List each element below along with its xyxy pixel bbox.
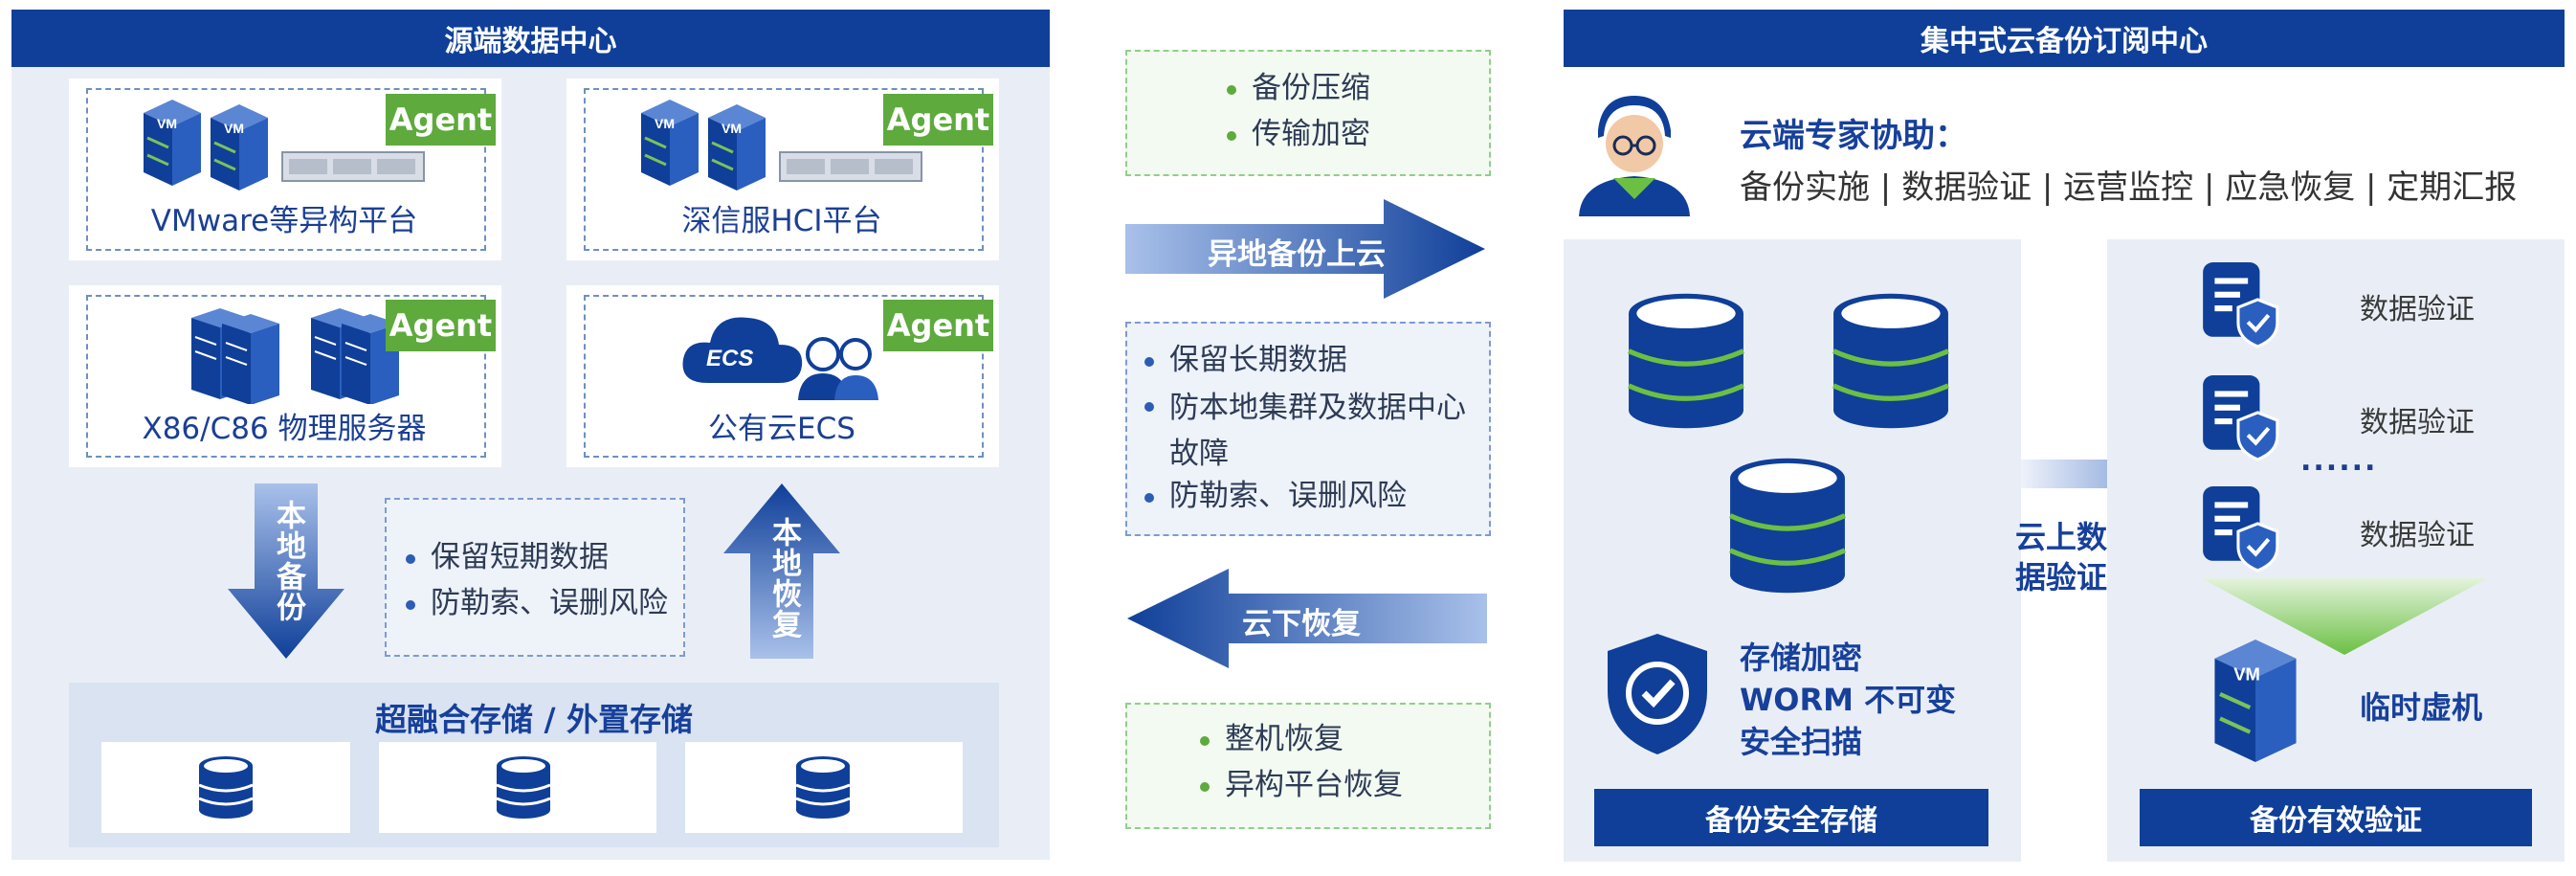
vm-server-icon: VM VM xyxy=(641,100,922,191)
verify-doc-icon xyxy=(2201,484,2279,573)
local-backup-label: 本地备份 xyxy=(271,500,305,622)
local-bullet: 防勒索、误删风险 xyxy=(406,580,668,626)
platform-card-ecs-border xyxy=(584,295,984,458)
vm-badge-text: VM xyxy=(224,121,244,136)
local-retention-box xyxy=(385,498,685,657)
database-icon xyxy=(1627,291,1745,431)
vm-server-icon: VM VM xyxy=(144,100,425,191)
vm-badge-text: VM xyxy=(157,116,177,131)
platform-label-x86: X86/C86 物理服务器 xyxy=(142,412,427,446)
physical-server-icon xyxy=(191,308,399,404)
ecs-cloud-icon: ECS xyxy=(682,317,878,400)
agent-badge: Agent xyxy=(883,300,993,351)
verify-doc-icon xyxy=(2201,373,2279,461)
expert-title: 云端专家协助： xyxy=(1740,117,1967,155)
security-feature: 安全扫描 xyxy=(1740,724,1863,760)
verification-panel xyxy=(2107,239,2565,862)
cloud-restore-arrow xyxy=(1127,569,1487,668)
security-feature: WORM 不可变 xyxy=(1740,682,1957,718)
platform-card-x86-border xyxy=(86,295,486,458)
database-icon xyxy=(1832,291,1950,431)
restore-bullet: 整机恢复 xyxy=(1200,716,1344,762)
verify-merge-arrow xyxy=(2201,578,2488,655)
local-backup-arrow xyxy=(228,483,344,659)
verify-doc-icon xyxy=(2201,260,2279,348)
verify-ellipsis: ...... xyxy=(2300,444,2378,478)
cloud-upload-arrow xyxy=(1125,199,1485,299)
offsite-bullet: 防勒索、误删风险 xyxy=(1144,473,1407,519)
local-restore-arrow xyxy=(723,483,840,659)
platform-card-vmware-border xyxy=(86,88,486,251)
offsite-bullet: 保留长期数据 xyxy=(1144,337,1347,383)
vm-badge-text: VM xyxy=(722,121,742,136)
vm-badge-text: VM xyxy=(655,116,675,131)
transfer-features-box xyxy=(1125,50,1491,176)
restore-features-box xyxy=(1125,703,1491,829)
agent-badge: Agent xyxy=(386,94,496,146)
agent-badge: Agent xyxy=(386,300,496,351)
source-datacenter-title: 源端数据中心 xyxy=(11,10,1050,67)
vm-badge-text: VM xyxy=(2233,664,2260,685)
verification-label: 备份有效验证 xyxy=(2140,789,2532,846)
security-shield-icon xyxy=(1608,634,1707,754)
ecs-cloud-text: ECS xyxy=(706,346,753,371)
temp-vm-icon: VM xyxy=(2212,640,2298,762)
storage-db-icon xyxy=(495,754,552,820)
transfer-bullet: 传输加密 xyxy=(1227,111,1370,157)
cloud-center-title: 集中式云备份订阅中心 xyxy=(1564,10,2565,67)
local-bullet: 保留短期数据 xyxy=(406,534,609,580)
platform-label-hci: 深信服HCI平台 xyxy=(681,204,882,238)
storage-db-icon xyxy=(197,754,255,820)
verify-item-label: 数据验证 xyxy=(2360,293,2475,326)
verify-item-label: 数据验证 xyxy=(2360,519,2475,552)
cloud-upload-label: 异地备份上云 xyxy=(1208,237,1386,272)
storage-db-icon xyxy=(794,754,852,820)
secure-storage-label: 备份安全存储 xyxy=(1594,789,1988,846)
expert-avatar-icon xyxy=(1579,96,1690,216)
offsite-features-box xyxy=(1125,322,1491,536)
cloud-verify-label: 云上数据验证 xyxy=(2014,519,2107,595)
platform-label-ecs: 公有云ECS xyxy=(708,412,855,446)
transfer-bullet: 备份压缩 xyxy=(1227,65,1370,111)
database-icon xyxy=(1728,456,1847,595)
offsite-bullet: 防本地集群及数据中心故障 xyxy=(1144,385,1479,477)
verify-item-label: 数据验证 xyxy=(2360,406,2475,439)
restore-bullet: 异构平台恢复 xyxy=(1200,762,1403,808)
temp-vm-label: 临时虚机 xyxy=(2360,689,2483,726)
expert-services: 备份实施 | 数据验证 | 运营监控 | 应急恢复 | 定期汇报 xyxy=(1740,168,2518,207)
platform-card-hci-border xyxy=(584,88,984,251)
agent-badge: Agent xyxy=(883,94,993,146)
cloud-restore-label: 云下恢复 xyxy=(1242,607,1361,641)
storage-title: 超融合存储 / 外置存储 xyxy=(374,701,694,738)
platform-label-vmware: VMware等异构平台 xyxy=(150,204,418,238)
local-restore-label: 本地恢复 xyxy=(766,517,801,640)
security-feature: 存储加密 xyxy=(1740,640,1863,676)
